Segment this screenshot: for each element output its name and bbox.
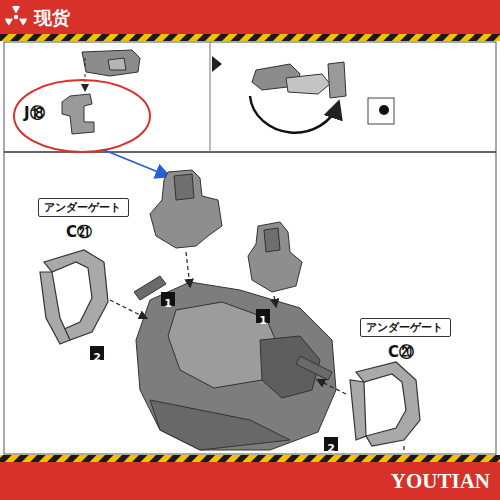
part-code: C⑳	[388, 343, 451, 362]
band-text: 现货	[34, 6, 70, 30]
step-number: 2	[324, 437, 338, 451]
panel-divider	[210, 42, 211, 152]
detail-icon	[368, 98, 394, 124]
fit-arrow	[85, 58, 86, 66]
step-number-text: 1	[164, 297, 172, 310]
part-sketch	[252, 62, 346, 98]
step-number: 1	[161, 292, 175, 306]
rotate-arrow	[250, 96, 338, 133]
fit-arrow	[85, 74, 86, 90]
part-sketch	[62, 50, 140, 134]
step-number-text: 2	[327, 442, 335, 455]
step-number-text: 1	[259, 314, 267, 327]
top-band	[0, 0, 500, 34]
header-band: 现货	[0, 0, 500, 34]
gate-type-text: アンダーゲート	[360, 318, 451, 337]
detail-icon	[379, 105, 389, 115]
assembly-arrow	[110, 252, 404, 452]
band-text: YOUTIAN	[391, 469, 490, 494]
gate-label: アンダーゲート C⑳	[360, 318, 451, 362]
step-number: 2	[90, 346, 104, 360]
highlight-ring	[14, 80, 150, 152]
gate-label: アンダーゲート C㉑	[38, 198, 129, 241]
hazard-stripe	[0, 455, 500, 462]
footer-band: YOUTIAN	[0, 462, 500, 500]
part-code: C㉑	[66, 223, 129, 241]
bottom-band	[0, 462, 500, 500]
page-frame	[4, 42, 496, 454]
step-pointer	[212, 56, 222, 72]
part-sketch	[150, 170, 302, 292]
gate-type-text: アンダーゲート	[38, 198, 129, 217]
part-callout: J⑱	[24, 104, 45, 123]
pointer-arrow	[104, 150, 168, 176]
hazard-icon	[5, 6, 27, 26]
gate-part-sketch	[40, 250, 420, 446]
step-number-text: 2	[93, 351, 101, 364]
step-number: 1	[256, 309, 270, 323]
body-sketch	[134, 276, 336, 450]
hazard-stripe	[0, 34, 500, 41]
